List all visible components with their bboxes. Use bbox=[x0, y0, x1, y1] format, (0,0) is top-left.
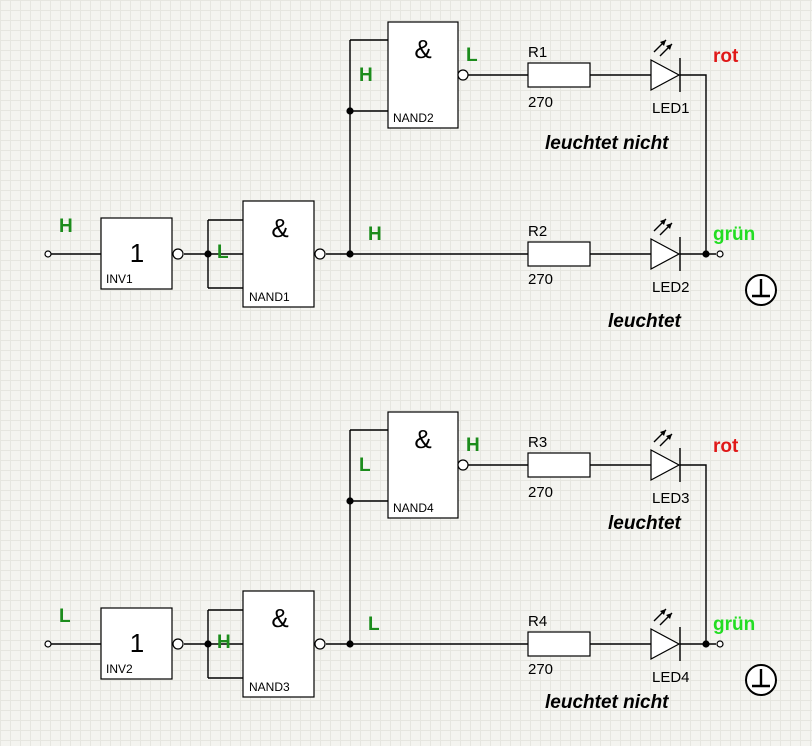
inv-out-level-label: H bbox=[217, 632, 231, 653]
nand-top-symbol: & bbox=[414, 424, 431, 454]
inverter-symbol: 1 bbox=[130, 238, 144, 268]
ground-icon bbox=[745, 664, 777, 696]
resistor-r1 bbox=[527, 62, 591, 88]
led3-color-label: rot bbox=[713, 436, 739, 457]
led3-status: leuchtet bbox=[608, 513, 682, 534]
resistor-r3 bbox=[527, 452, 591, 478]
junction-dot bbox=[204, 640, 212, 648]
nand-drive-output-bubble bbox=[314, 638, 326, 650]
nand-top-name: NAND2 bbox=[393, 111, 434, 125]
resistor-r2-value: 270 bbox=[528, 271, 553, 288]
nand-drive-box bbox=[242, 590, 315, 698]
resistor-r3-value: 270 bbox=[528, 484, 553, 501]
resistor-r4 bbox=[527, 631, 591, 657]
nand-top-out-level-label: L bbox=[466, 45, 478, 66]
led-cathode-wire bbox=[680, 464, 716, 645]
resistor-r4-value: 270 bbox=[528, 661, 553, 678]
nand-top-in-level-label: H bbox=[359, 65, 373, 86]
led-icon bbox=[650, 39, 681, 92]
led4-name: LED4 bbox=[652, 669, 690, 686]
resistor-r3-name: R3 bbox=[528, 434, 547, 451]
nand-drive-name: NAND1 bbox=[249, 290, 290, 304]
resistor-r2 bbox=[527, 241, 591, 267]
nand-drive-name: NAND3 bbox=[249, 680, 290, 694]
led2-name: LED2 bbox=[652, 279, 690, 296]
resistor-r2-name: R2 bbox=[528, 223, 547, 240]
top-nand-input-tie-wire bbox=[350, 429, 388, 502]
nand-drive-symbol: & bbox=[271, 603, 288, 633]
inverter-symbol: 1 bbox=[130, 628, 144, 658]
nand-drive-symbol: & bbox=[271, 213, 288, 243]
resistor-r1-name: R1 bbox=[528, 44, 547, 61]
input-level-label: H bbox=[59, 216, 73, 237]
nand-drive-box bbox=[242, 200, 315, 308]
nand-drive-output-bubble bbox=[314, 248, 326, 260]
nand-drive-out-level-label: H bbox=[368, 224, 382, 245]
led1-color-label: rot bbox=[713, 46, 739, 67]
nand-drive-out-level-label: L bbox=[368, 614, 380, 635]
led1-name: LED1 bbox=[652, 100, 690, 117]
circuit-2: 1 INV2 & NAND3 & NAND4 R3 270 R4 270 LED… bbox=[44, 411, 777, 713]
junction-dot bbox=[346, 640, 354, 648]
input-level-label: L bbox=[59, 606, 71, 627]
led4-status: leuchtet nicht bbox=[545, 692, 669, 713]
led2-status: leuchtet bbox=[608, 311, 682, 332]
nand-top-out-level-label: H bbox=[466, 435, 480, 456]
junction-dot bbox=[702, 640, 710, 648]
junction-dot bbox=[702, 250, 710, 258]
nand-top-output-bubble bbox=[457, 459, 469, 471]
nand-top-symbol: & bbox=[414, 34, 431, 64]
input-terminal bbox=[44, 250, 52, 258]
inverter-name: INV1 bbox=[106, 272, 133, 286]
led1-status: leuchtet nicht bbox=[545, 133, 669, 154]
output-terminal bbox=[716, 250, 724, 258]
resistor-r1-value: 270 bbox=[528, 94, 553, 111]
inverter-output-bubble bbox=[172, 638, 184, 650]
led3-name: LED3 bbox=[652, 490, 690, 507]
nand-top-output-bubble bbox=[457, 69, 469, 81]
junction-dot bbox=[346, 250, 354, 258]
led4-color-label: grün bbox=[713, 614, 755, 635]
nand-top-box bbox=[387, 21, 459, 129]
junction-dot bbox=[204, 250, 212, 258]
nand-top-name: NAND4 bbox=[393, 501, 434, 515]
led-cathode-wire bbox=[680, 74, 716, 255]
input-terminal bbox=[44, 640, 52, 648]
inverter-name: INV2 bbox=[106, 662, 133, 676]
nand-top-in-level-label: L bbox=[359, 455, 371, 476]
inverter-output-bubble bbox=[172, 248, 184, 260]
circuit-1: 1 INV1 & NAND1 & NAND2 R1 270 R2 270 LED… bbox=[44, 21, 777, 332]
led-icon bbox=[650, 608, 681, 661]
inv-out-level-label: L bbox=[217, 242, 229, 263]
inverter-box bbox=[100, 217, 173, 290]
inverter-box bbox=[100, 607, 173, 680]
junction-dot bbox=[346, 107, 354, 115]
led-icon bbox=[650, 429, 681, 482]
led2-color-label: grün bbox=[713, 224, 755, 245]
resistor-r4-name: R4 bbox=[528, 613, 547, 630]
led-icon bbox=[650, 218, 681, 271]
output-terminal bbox=[716, 640, 724, 648]
junction-dot bbox=[346, 497, 354, 505]
ground-icon bbox=[745, 274, 777, 306]
top-nand-input-tie-wire bbox=[350, 39, 388, 112]
